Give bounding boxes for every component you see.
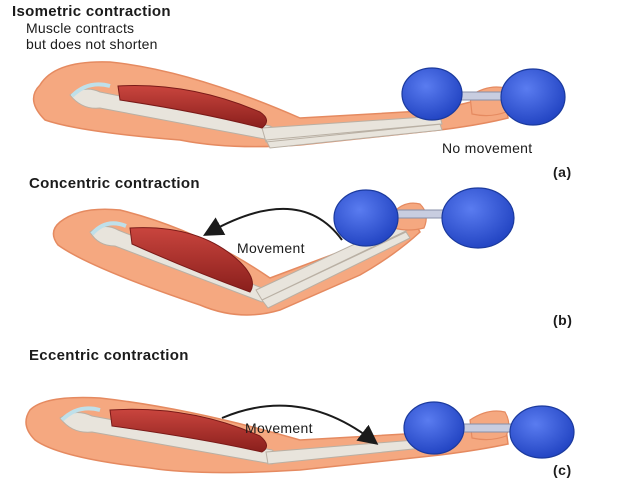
biceps-muscle: [109, 408, 267, 453]
tendon: [70, 82, 111, 98]
dumbbell-icon: [333, 187, 515, 249]
panel-a-subtitle-line1: Muscle contracts: [26, 20, 135, 36]
forearm-bones: [261, 115, 443, 149]
panel-c-title: Eccentric contraction: [29, 347, 189, 364]
panel-concentric: [52, 187, 515, 316]
tendon: [90, 221, 127, 236]
panel-a-no-movement-label: No movement: [442, 140, 533, 156]
dumbbell-icon: [401, 67, 566, 126]
panel-b-title: Concentric contraction: [29, 175, 200, 192]
tendon: [60, 406, 101, 422]
dumbbell-icon: [403, 401, 575, 459]
movement-arrow-icon: [203, 207, 343, 241]
panel-c-tag: (c): [553, 462, 572, 478]
panel-eccentric: [25, 396, 575, 474]
panel-a-title: Isometric contraction: [12, 3, 171, 20]
biceps-muscle: [129, 227, 253, 293]
biceps-muscle: [117, 85, 267, 129]
panel-b-movement-label: Movement: [237, 240, 305, 256]
movement-arrow-icon: [221, 404, 379, 445]
panel-a-tag: (a): [553, 164, 572, 180]
panel-isometric: [32, 61, 566, 149]
panel-a-subtitle-line2: but does not shorten: [26, 36, 158, 52]
panel-b-tag: (b): [553, 312, 573, 328]
panel-c-movement-label: Movement: [245, 420, 313, 436]
